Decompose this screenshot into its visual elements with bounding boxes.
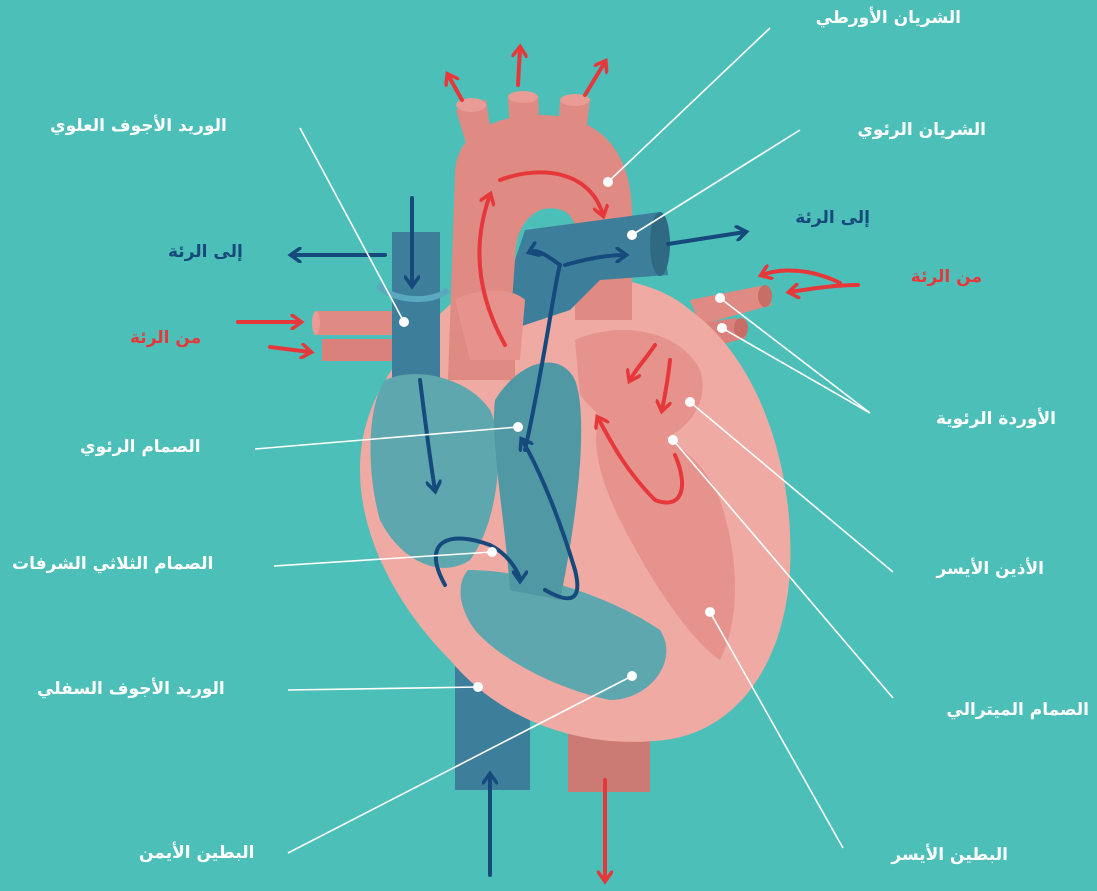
label-pulmonary-veins: الأوردة الرئوية bbox=[936, 409, 1056, 429]
label-from-lung-right: من الرئة bbox=[911, 267, 982, 287]
label-aorta: الشريان الأورطي bbox=[816, 8, 961, 28]
label-left-ventricle: البطين الأيسر bbox=[891, 845, 1008, 865]
label-pulmonary-artery: الشريان الرئوي bbox=[857, 120, 986, 140]
label-superior-vena-cava: الوريد الأجوف العلوي bbox=[50, 116, 227, 136]
label-left-atrium: الأذين الأيسر bbox=[936, 559, 1044, 579]
label-from-lung-left: من الرئة bbox=[130, 328, 201, 348]
label-mitral-valve: الصمام الميترالي bbox=[946, 700, 1089, 720]
label-right-ventricle: البطين الأيمن bbox=[139, 843, 254, 863]
label-to-lung-left: إلى الرئة bbox=[168, 242, 243, 262]
label-tricuspid-valve: الصمام الثلاثي الشرفات bbox=[12, 554, 213, 574]
label-to-lung-right: إلى الرئة bbox=[795, 208, 870, 228]
label-inferior-vena-cava: الوريد الأجوف السفلي bbox=[37, 679, 225, 699]
pulmonary-veins-left bbox=[312, 311, 395, 361]
label-pulmonary-valve: الصمام الرئوي bbox=[80, 437, 201, 457]
